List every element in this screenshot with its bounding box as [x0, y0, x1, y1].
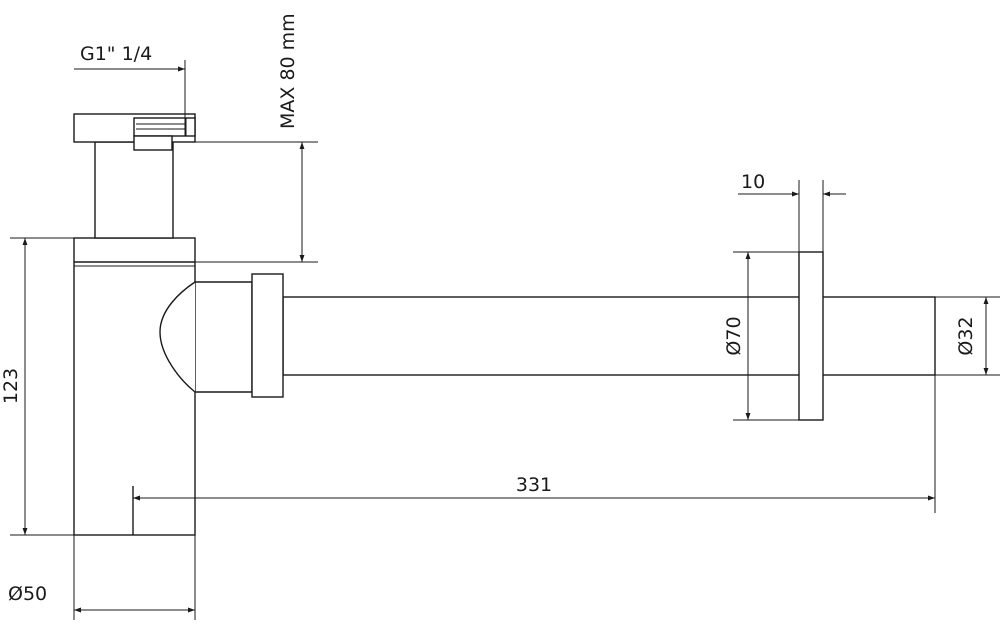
dimension-lines [10, 60, 1000, 620]
max-height-label: MAX 80 mm [277, 13, 299, 129]
wall-flange [798, 251, 824, 421]
siphon-body [73, 237, 196, 536]
flange-thickness-label: 10 [741, 171, 765, 193]
thread-label: G1" 1/4 [80, 43, 152, 65]
siphon-outline [73, 113, 936, 536]
pipe-length-label: 331 [516, 474, 552, 496]
elbow-curve [159, 281, 196, 393]
elbow-nut [251, 273, 284, 398]
flange-diameter-label: Ø70 [723, 316, 745, 355]
body-height-label: 123 [0, 368, 22, 404]
body-diameter-label: Ø50 [8, 583, 47, 605]
top-nut-insert [133, 135, 173, 151]
drain-pipe [282, 296, 936, 376]
tail-pipe [94, 141, 174, 239]
pipe-diameter-label: Ø32 [955, 316, 977, 355]
dimension-labels: G1" 1/4 MAX 80 mm 10 Ø70 Ø32 123 331 Ø50 [0, 13, 977, 605]
